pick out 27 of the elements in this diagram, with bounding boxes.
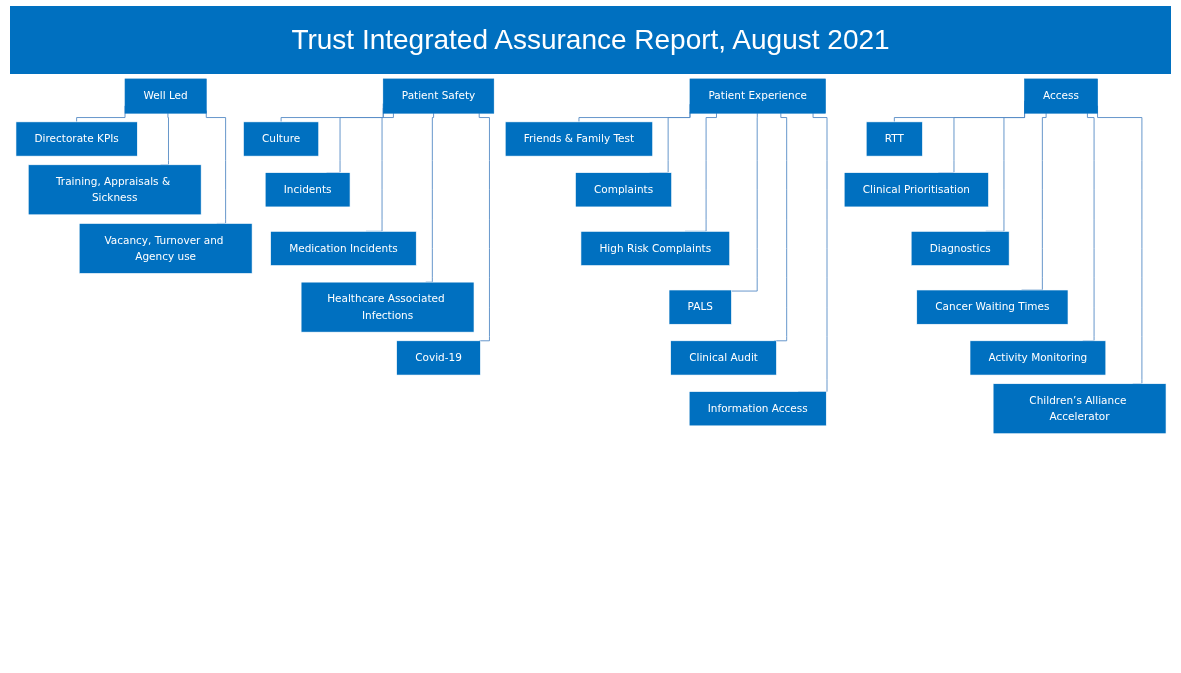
node-box: Incidents xyxy=(264,172,350,208)
node-box: Patient Experience xyxy=(689,78,826,114)
node-box: Well Led xyxy=(124,78,207,114)
node-box: Clinical Prioritisation xyxy=(843,172,989,208)
node-box: Information Access xyxy=(688,391,827,427)
node-box: Covid-19 xyxy=(395,340,481,376)
node-box: Friends & Family Test xyxy=(504,121,653,157)
node-box: Patient Safety xyxy=(382,78,494,114)
node-box: RTT xyxy=(865,121,923,157)
node-box: Diagnostics xyxy=(910,231,1009,266)
node-box: Medication Incidents xyxy=(269,231,417,266)
node-box: Directorate KPIs xyxy=(15,121,138,157)
node-box: Training, Appraisals & Sickness xyxy=(27,164,201,216)
connector xyxy=(478,112,490,342)
node-box: Healthcare Associated Infections xyxy=(300,281,474,333)
node-box: PALS xyxy=(668,289,732,325)
connector xyxy=(730,112,758,292)
node-box: Cancer Waiting Times xyxy=(915,289,1068,325)
node-box: Vacancy, Turnover and Agency use xyxy=(78,223,252,274)
node-box: Access xyxy=(1023,78,1098,114)
node-box: Activity Monitoring xyxy=(969,340,1106,376)
node-box: Complaints xyxy=(574,172,672,208)
node-box: Culture xyxy=(242,121,319,157)
node-box: High Risk Complaints xyxy=(580,231,730,266)
node-box: Clinical Audit xyxy=(669,340,777,376)
title-banner: Trust Integrated Assurance Report, August 2021 xyxy=(10,6,1171,74)
node-box: Children’s Alliance Accelerator xyxy=(992,383,1166,435)
